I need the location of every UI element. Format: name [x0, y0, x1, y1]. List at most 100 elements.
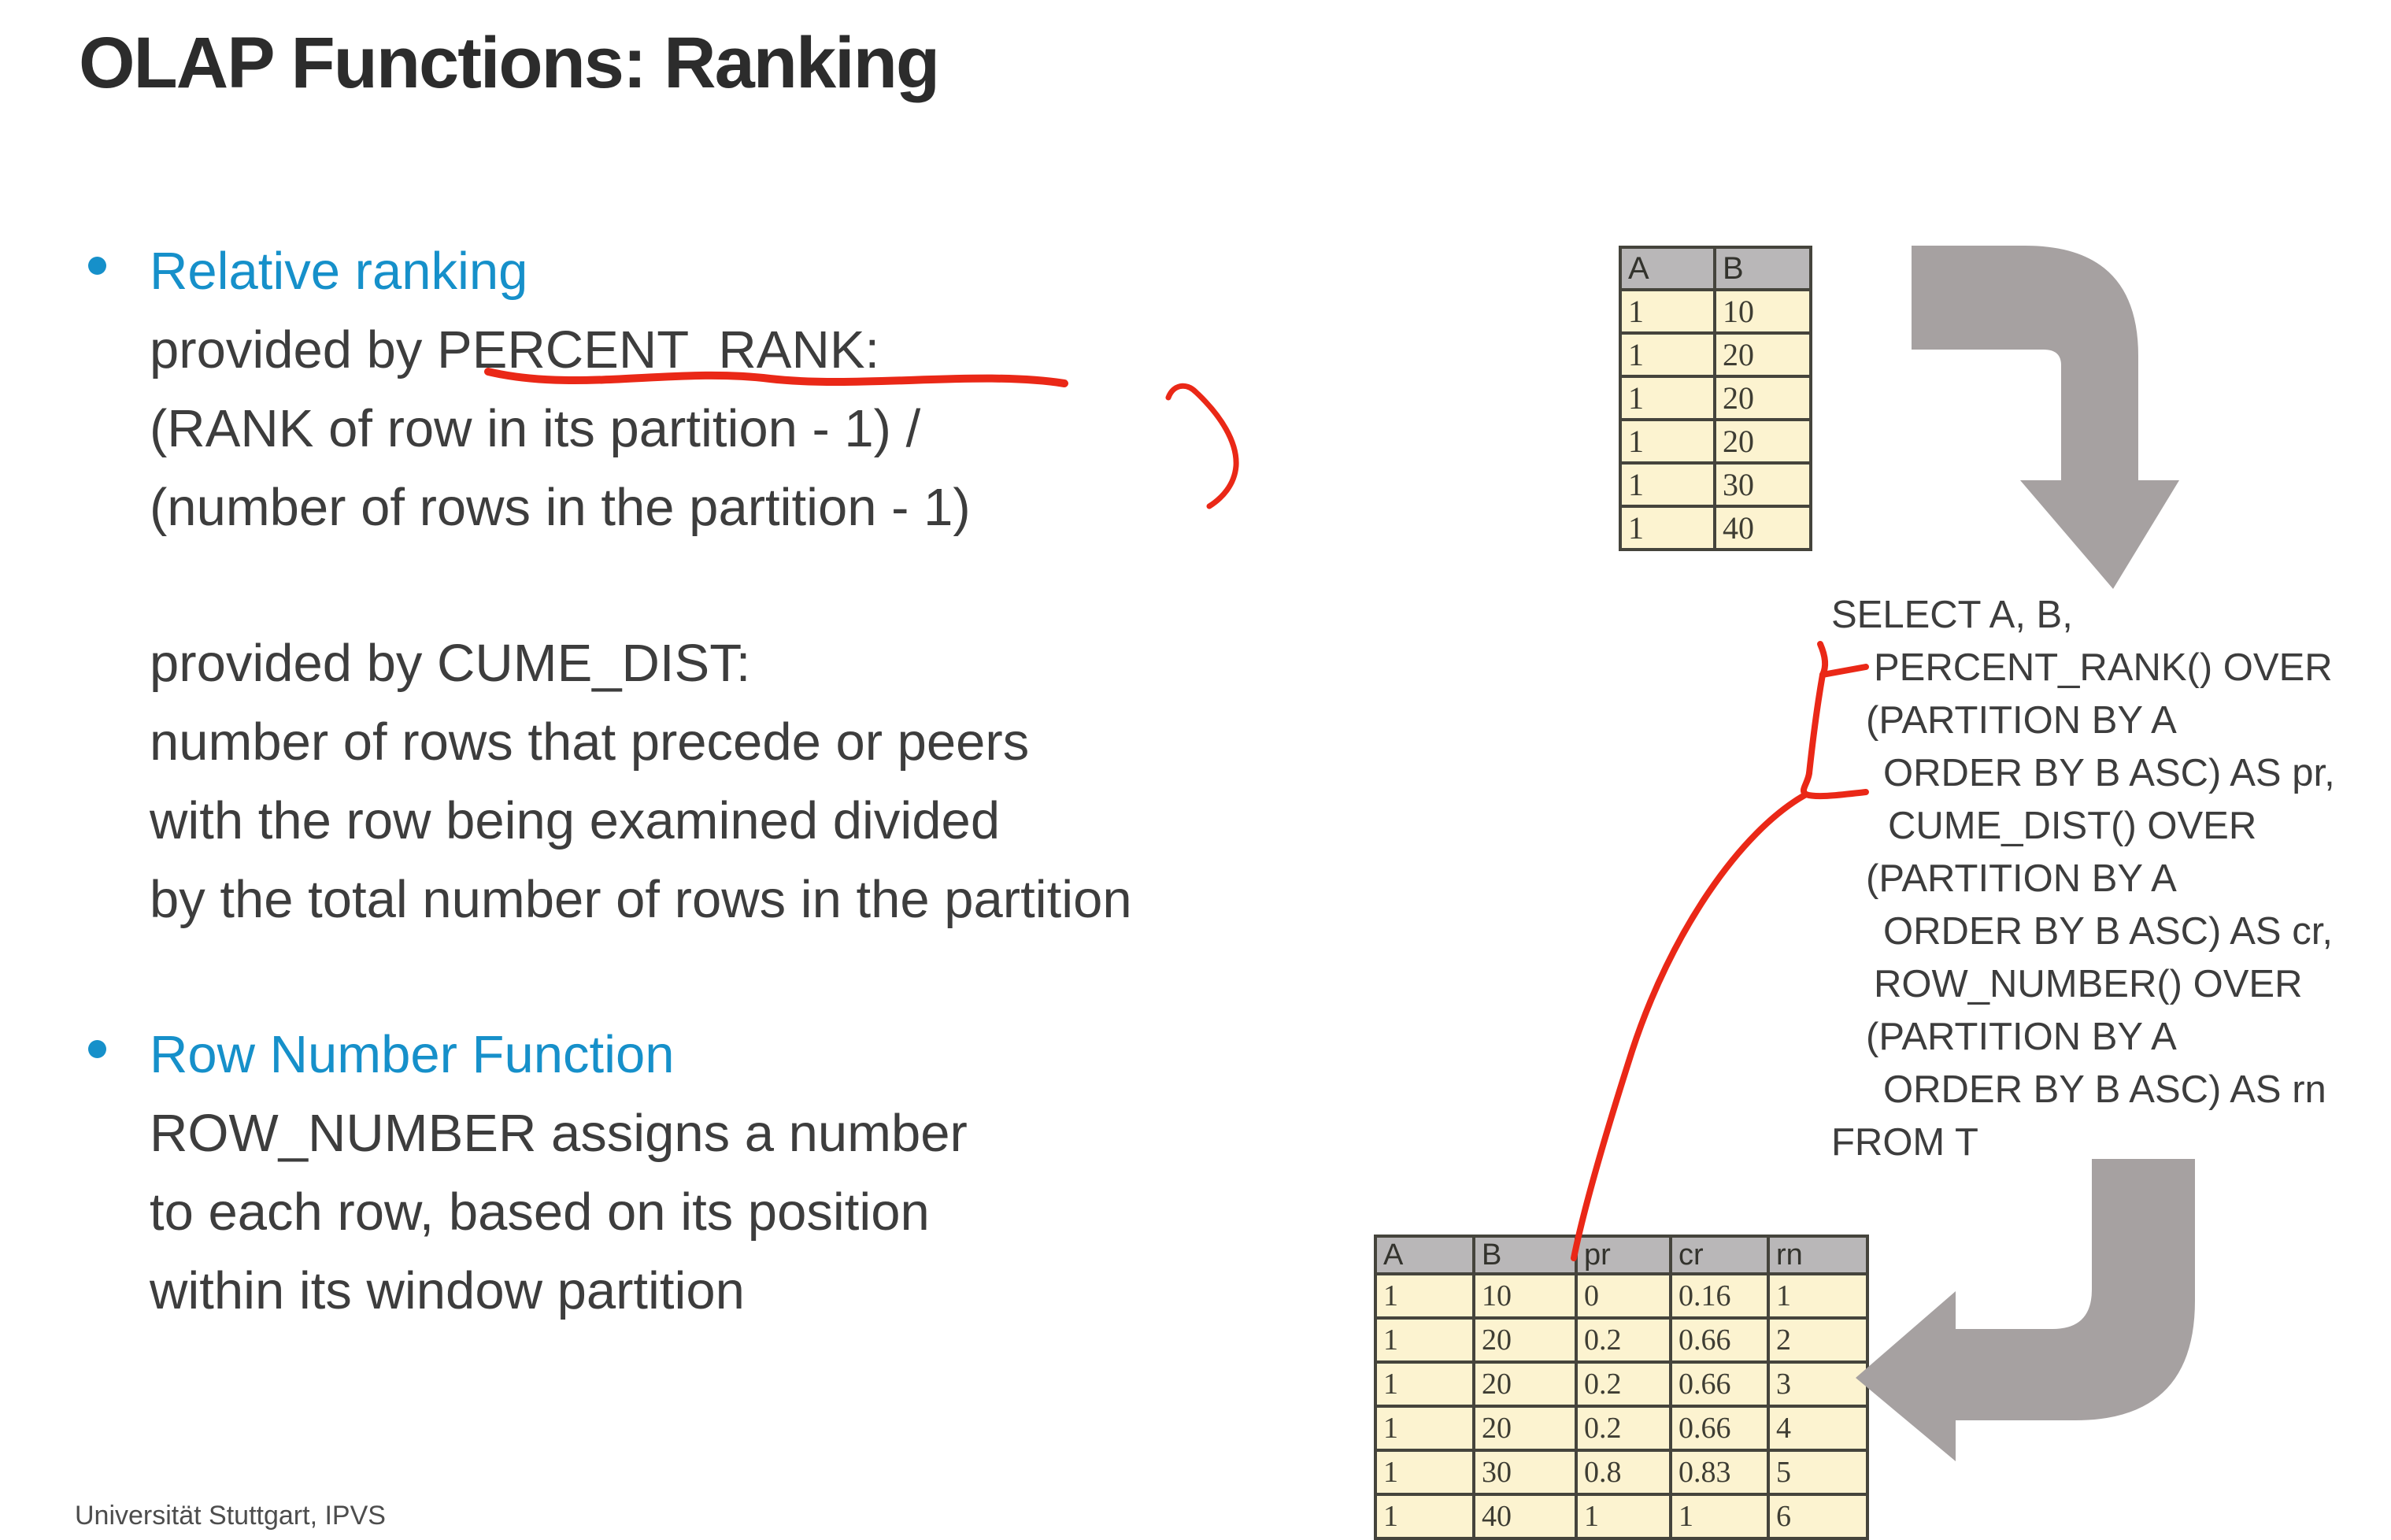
body-line: by the total number of rows in the parti… — [150, 870, 1132, 929]
sql-line: ORDER BY B ASC) AS pr, — [1883, 752, 2335, 794]
cell: 1 — [1669, 1493, 1770, 1540]
cell: 6 — [1767, 1493, 1869, 1540]
sql-line: CUME_DIST() OVER — [1888, 805, 2257, 847]
sql-line: (PARTITION BY A — [1866, 1016, 2177, 1058]
column-header: A — [1619, 246, 1716, 291]
cell: 10 — [1713, 288, 1812, 335]
cell: 10 — [1472, 1272, 1578, 1320]
cell: 20 — [1713, 331, 1812, 378]
sql-line: ORDER BY B ASC) AS rn — [1883, 1068, 2326, 1111]
cell: 2 — [1767, 1316, 1869, 1364]
column-header: pr — [1575, 1235, 1672, 1275]
cell: 1 — [1619, 288, 1716, 335]
sql-query: SELECT A, B, PERCENT_RANK() OVER (PARTIT… — [1831, 589, 2335, 1169]
table-row: 1 20 0.2 0.66 2 — [1374, 1316, 1869, 1364]
cell: 5 — [1767, 1449, 1869, 1496]
cell: 30 — [1472, 1449, 1578, 1496]
cell: 1 — [1619, 461, 1716, 508]
table-header-row: A B — [1619, 246, 1812, 291]
curved-arrow-left-icon — [1856, 1159, 2195, 1461]
bullet-heading: Relative ranking — [150, 242, 528, 301]
red-paren-arc-icon — [1165, 383, 1239, 509]
bullet-heading: Row Number Function — [150, 1025, 675, 1084]
column-header: cr — [1669, 1235, 1770, 1275]
red-brace-stem-icon — [1806, 672, 1826, 776]
cell: 0 — [1575, 1272, 1672, 1320]
cell: 3 — [1767, 1360, 1869, 1408]
cell: 20 — [1472, 1360, 1578, 1408]
cell: 0.2 — [1575, 1316, 1672, 1364]
cell: 0.66 — [1669, 1405, 1770, 1452]
cell: 4 — [1767, 1405, 1869, 1452]
cell: 1 — [1374, 1449, 1475, 1496]
body-line: number of rows that precede or peers — [150, 713, 1030, 772]
cell: 1 — [1619, 331, 1716, 378]
cell: 20 — [1472, 1405, 1578, 1452]
body-line: (number of rows in the partition - 1) — [150, 478, 971, 537]
footer-text: Universität Stuttgart, IPVS — [75, 1501, 386, 1531]
cell: 1 — [1619, 375, 1716, 421]
cell: 0.66 — [1669, 1316, 1770, 1364]
table-row: 1 20 — [1619, 331, 1812, 378]
table-row: 1 40 — [1619, 505, 1812, 551]
sql-line: PERCENT_RANK() OVER — [1874, 646, 2333, 689]
table-row: 1 30 — [1619, 461, 1812, 508]
table-row: 1 20 — [1619, 375, 1812, 421]
cell: 1 — [1374, 1405, 1475, 1452]
sql-line: ROW_NUMBER() OVER — [1874, 963, 2303, 1005]
cell: 0.83 — [1669, 1449, 1770, 1496]
sql-line: ORDER BY B ASC) AS cr, — [1883, 910, 2333, 953]
table-row: 1 20 — [1619, 418, 1812, 465]
cell: 1 — [1374, 1360, 1475, 1408]
cell: 20 — [1713, 418, 1812, 465]
cell: 1 — [1374, 1272, 1475, 1320]
column-header: B — [1713, 246, 1812, 291]
table-row: 1 30 0.8 0.83 5 — [1374, 1449, 1869, 1496]
cell: 40 — [1713, 505, 1812, 551]
body-line: to each row, based on its position — [150, 1183, 930, 1242]
body-line: provided by PERCENT_RANK: — [150, 320, 880, 379]
curved-arrow-down-icon — [1912, 246, 2179, 589]
table-row: 1 10 0 0.16 1 — [1374, 1272, 1869, 1320]
table-row: 1 20 0.2 0.66 4 — [1374, 1405, 1869, 1452]
red-connector-curve-icon — [1571, 791, 1809, 1261]
cell: 1 — [1374, 1316, 1475, 1364]
body-line: with the row being examined divided — [150, 791, 1001, 850]
cell: 1 — [1374, 1493, 1475, 1540]
cell: 1 — [1619, 418, 1716, 465]
paragraph-cume-dist: provided by CUME_DIST: number of rows th… — [150, 624, 1132, 939]
bullet-row-number: Row Number Function ROW_NUMBER assigns a… — [150, 1016, 968, 1331]
page-title: OLAP Functions: Ranking — [79, 23, 940, 103]
body-line: (RANK of row in its partition - 1) / — [150, 399, 921, 458]
cell: 20 — [1472, 1316, 1578, 1364]
sql-line: (PARTITION BY A — [1866, 699, 2177, 742]
bullet-dot — [88, 1040, 106, 1058]
table-row: 1 40 1 1 6 — [1374, 1493, 1869, 1540]
column-header: B — [1472, 1235, 1578, 1275]
cell: 0.8 — [1575, 1449, 1672, 1496]
sql-line: FROM T — [1831, 1121, 1978, 1164]
cell: 30 — [1713, 461, 1812, 508]
cell: 20 — [1713, 375, 1812, 421]
table-row: 1 20 0.2 0.66 3 — [1374, 1360, 1869, 1408]
sql-line: SELECT A, B, — [1831, 594, 2073, 636]
body-line: ROW_NUMBER assigns a number — [150, 1104, 968, 1163]
column-header: A — [1374, 1235, 1475, 1275]
cell: 1 — [1619, 505, 1716, 551]
cell: 0.66 — [1669, 1360, 1770, 1408]
cell: 1 — [1575, 1493, 1672, 1540]
red-brace-cap-icon — [1817, 641, 1829, 678]
cell: 0.2 — [1575, 1405, 1672, 1452]
table-row: 1 10 — [1619, 288, 1812, 335]
bullet-relative-ranking: Relative ranking provided by PERCENT_RAN… — [150, 232, 971, 547]
input-table: A B 1 10 1 20 1 20 1 20 1 30 1 40 — [1619, 246, 1812, 551]
cell: 0.2 — [1575, 1360, 1672, 1408]
cell: 1 — [1767, 1272, 1869, 1320]
column-header: rn — [1767, 1235, 1869, 1275]
result-table: A B pr cr rn 1 10 0 0.16 1 1 20 0.2 0.66… — [1374, 1235, 1869, 1540]
bullet-dot — [88, 257, 106, 275]
body-line: provided by CUME_DIST: — [150, 634, 751, 693]
cell: 0.16 — [1669, 1272, 1770, 1320]
cell: 40 — [1472, 1493, 1578, 1540]
